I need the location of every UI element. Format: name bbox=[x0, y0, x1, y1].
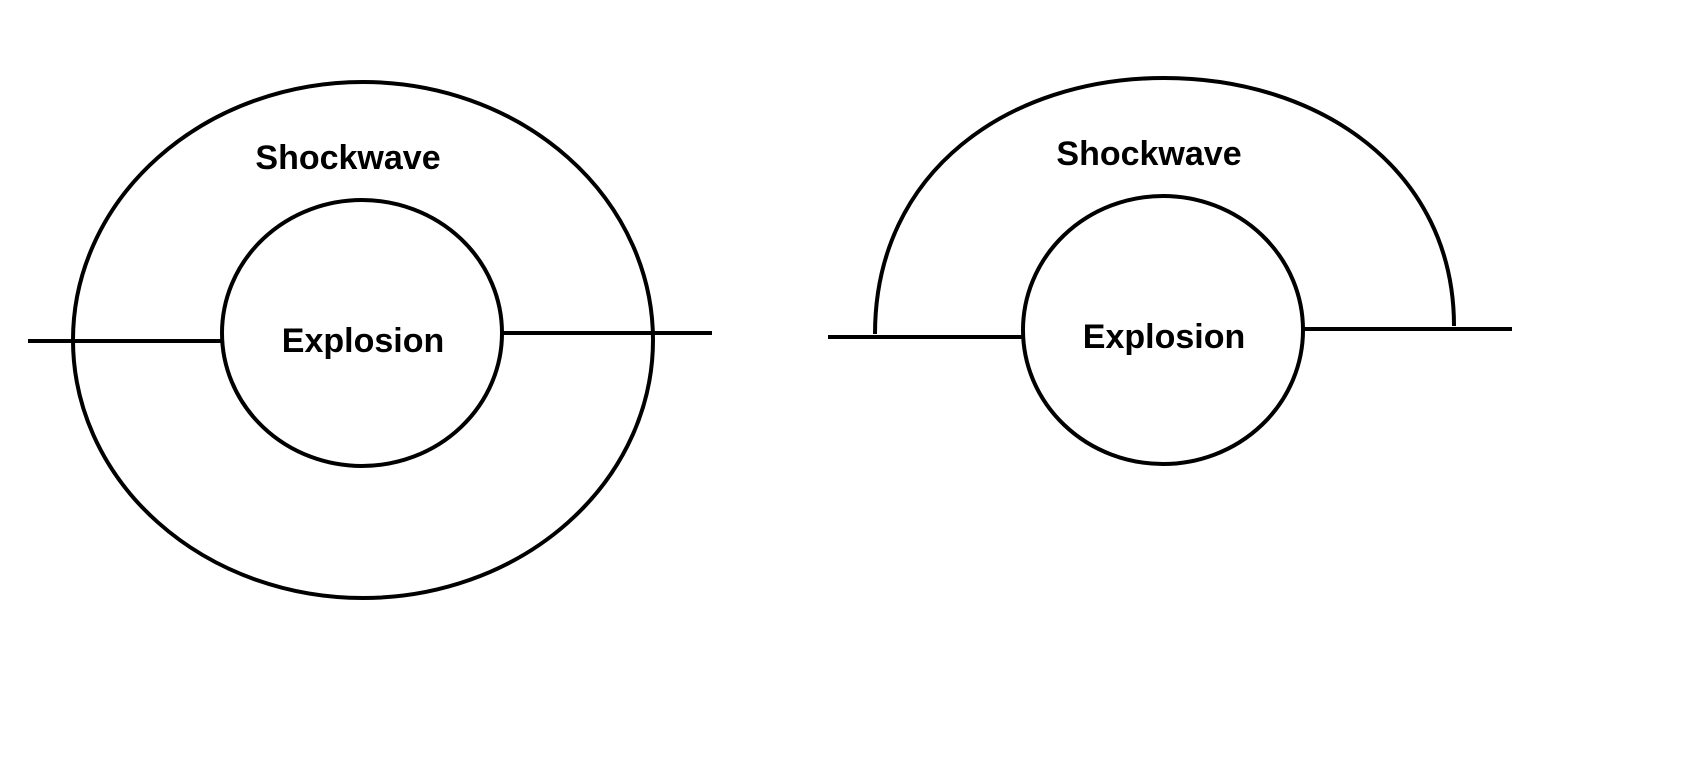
shockwave-label: Shockwave bbox=[255, 139, 440, 177]
explosion-label: Explosion bbox=[1083, 318, 1245, 356]
full-sphere-diagram: Shockwave Explosion bbox=[28, 80, 712, 600]
shockwave-hemisphere-arc bbox=[873, 75, 1456, 335]
shockwave-label: Shockwave bbox=[1056, 135, 1241, 173]
explosion-label: Explosion bbox=[282, 322, 444, 360]
hemisphere-diagram: Shockwave Explosion bbox=[828, 75, 1512, 466]
